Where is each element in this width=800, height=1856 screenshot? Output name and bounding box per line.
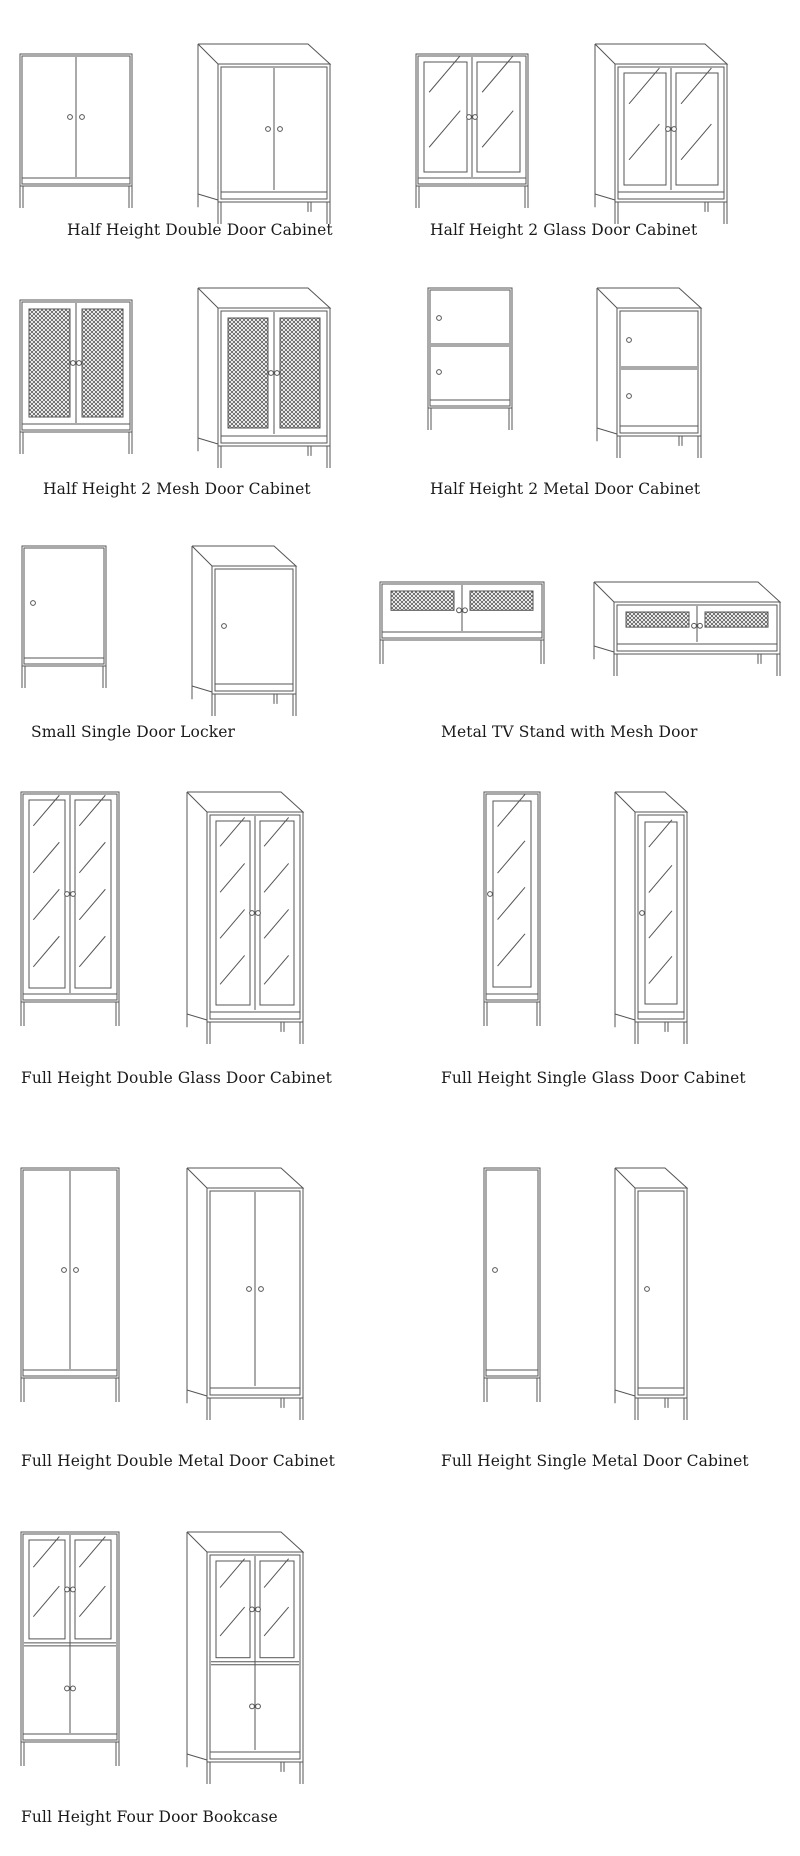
product-caption-half-height-2-mesh-door: Half Height 2 Mesh Door Cabinet: [43, 480, 311, 498]
drawing-full-height-double-metal-door-cabinet: [20, 1167, 305, 1420]
drawing-half-height-double-door-cabinet: [19, 43, 332, 224]
drawing-metal-tv-stand: [379, 581, 782, 676]
drawing-half-height-2-glass-door-cabinet: [415, 43, 729, 224]
drawing-half-height-2-mesh-door-cabinet: [19, 287, 332, 468]
drawing-half-height-2-metal-door-cabinet: [427, 287, 703, 458]
product-caption-full-height-single-glass-door: Full Height Single Glass Door Cabinet: [441, 1069, 746, 1087]
product-caption-full-height-double-glass-door: Full Height Double Glass Door Cabinet: [21, 1069, 332, 1087]
drawing-full-height-single-glass-door-cabinet: [483, 791, 689, 1044]
product-caption-half-height-2-glass-door: Half Height 2 Glass Door Cabinet: [430, 221, 698, 239]
product-caption-full-height-four-door-bookcase: Full Height Four Door Bookcase: [21, 1808, 278, 1826]
drawing-full-height-four-door-bookcase: [20, 1531, 305, 1784]
drawing-full-height-double-glass-door-cabinet: [20, 791, 305, 1044]
product-caption-full-height-double-metal-door: Full Height Double Metal Door Cabinet: [21, 1452, 335, 1470]
product-caption-full-height-single-metal-door: Full Height Single Metal Door Cabinet: [441, 1452, 749, 1470]
product-caption-small-single-door-locker: Small Single Door Locker: [31, 723, 236, 741]
drawing-small-single-door-locker: [21, 545, 298, 716]
product-caption-half-height-2-metal-door: Half Height 2 Metal Door Cabinet: [430, 480, 701, 498]
product-caption-half-height-double-door: Half Height Double Door Cabinet: [67, 221, 333, 239]
drawing-full-height-single-metal-door-cabinet: [483, 1167, 689, 1420]
product-caption-metal-tv-stand: Metal TV Stand with Mesh Door: [441, 723, 698, 741]
